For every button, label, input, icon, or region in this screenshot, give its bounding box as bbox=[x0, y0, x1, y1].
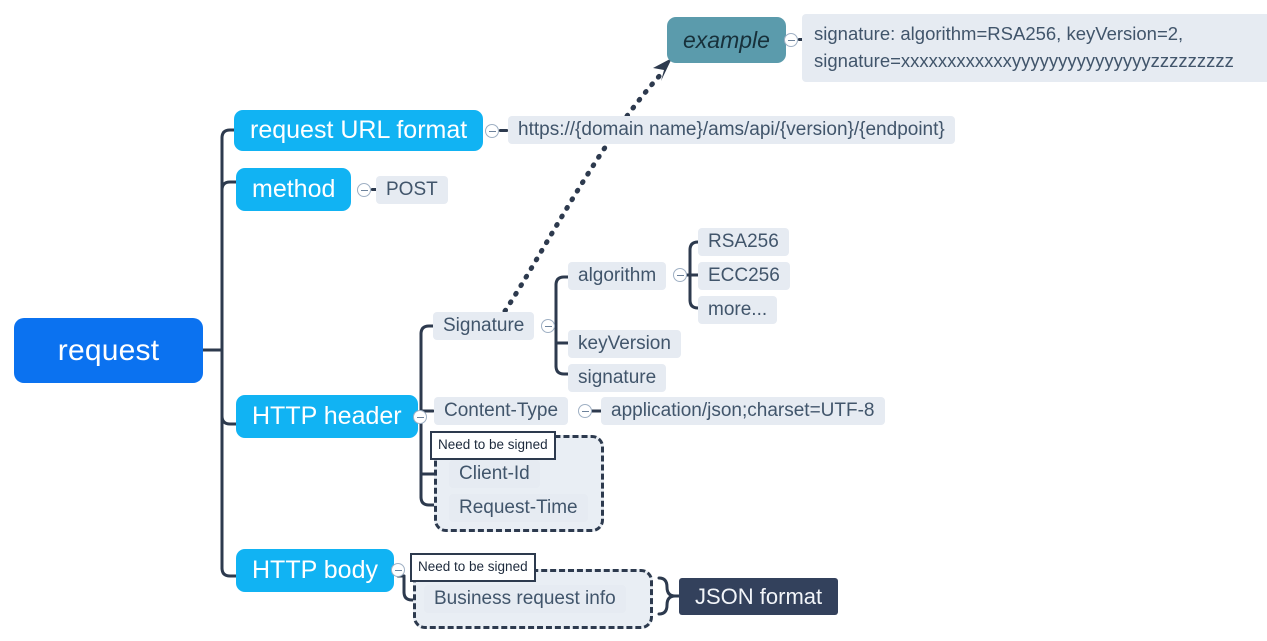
collapse-handle-method[interactable] bbox=[357, 183, 371, 197]
node-method-value[interactable]: POST bbox=[376, 176, 448, 204]
request-url-format-label: request URL format bbox=[250, 116, 468, 144]
node-algorithm-option-more[interactable]: more... bbox=[698, 296, 778, 324]
node-signature[interactable]: Signature bbox=[433, 312, 535, 340]
node-url-value[interactable]: https://{domain name}/ams/api/{version}/… bbox=[508, 116, 955, 144]
json-format-label: JSON format bbox=[695, 583, 823, 609]
http-header-label: HTTP header bbox=[252, 402, 402, 430]
stub-url bbox=[499, 129, 508, 132]
content-type-label: Content-Type bbox=[444, 400, 559, 421]
root-label: request bbox=[57, 333, 160, 367]
example-label: example bbox=[683, 26, 770, 53]
node-signature-field[interactable]: signature bbox=[568, 364, 667, 392]
node-key-version[interactable]: keyVersion bbox=[568, 330, 681, 358]
collapse-handle-http-header[interactable] bbox=[413, 410, 427, 424]
collapse-handle-content-type[interactable] bbox=[578, 404, 592, 418]
example-text-label: signature: algorithm=RSA256, keyVersion=… bbox=[814, 23, 1234, 71]
algorithm-option-label: more... bbox=[708, 299, 768, 320]
stub-method bbox=[371, 188, 380, 191]
need-to-be-signed-label: Need to be signed bbox=[438, 437, 548, 452]
root-node-request[interactable]: request bbox=[14, 318, 203, 383]
node-json-format[interactable]: JSON format bbox=[679, 578, 839, 615]
collapse-handle-url[interactable] bbox=[485, 124, 499, 138]
need-to-be-signed-tag-header: Need to be signed bbox=[430, 431, 556, 460]
signature-field-label: signature bbox=[578, 367, 657, 388]
node-content-type-value[interactable]: application/json;charset=UTF-8 bbox=[601, 397, 885, 425]
content-type-value-label: application/json;charset=UTF-8 bbox=[611, 400, 875, 421]
node-request-time[interactable]: Request-Time bbox=[449, 494, 588, 522]
signature-label: Signature bbox=[443, 315, 525, 336]
collapse-handle-http-body[interactable] bbox=[391, 563, 405, 577]
node-content-type[interactable]: Content-Type bbox=[434, 397, 569, 425]
node-method[interactable]: method bbox=[236, 168, 352, 211]
method-label: method bbox=[252, 175, 336, 203]
request-time-label: Request-Time bbox=[459, 497, 578, 518]
node-example-text[interactable]: signature: algorithm=RSA256, keyVersion=… bbox=[802, 14, 1267, 82]
collapse-handle-signature[interactable] bbox=[541, 319, 555, 333]
node-request-url-format[interactable]: request URL format bbox=[234, 110, 484, 151]
node-http-body[interactable]: HTTP body bbox=[236, 549, 394, 592]
node-http-header[interactable]: HTTP header bbox=[236, 395, 418, 438]
algorithm-label: algorithm bbox=[578, 265, 657, 286]
curly-brace-icon bbox=[657, 576, 683, 616]
collapse-handle-example[interactable] bbox=[784, 33, 798, 47]
collapse-handle-algorithm[interactable] bbox=[673, 268, 687, 282]
client-id-label: Client-Id bbox=[459, 463, 530, 484]
business-request-info-label: Business request info bbox=[434, 588, 616, 609]
node-algorithm-option-rsa256[interactable]: RSA256 bbox=[698, 228, 789, 256]
algorithm-option-label: ECC256 bbox=[708, 265, 780, 286]
dotted-arrow-head-icon bbox=[653, 58, 672, 81]
url-value-label: https://{domain name}/ams/api/{version}/… bbox=[518, 119, 945, 140]
node-algorithm-option-ecc256[interactable]: ECC256 bbox=[698, 262, 790, 290]
node-business-request-info[interactable]: Business request info bbox=[424, 585, 626, 613]
node-client-id[interactable]: Client-Id bbox=[449, 460, 540, 488]
http-body-label: HTTP body bbox=[252, 556, 378, 584]
key-version-label: keyVersion bbox=[578, 333, 671, 354]
node-algorithm[interactable]: algorithm bbox=[568, 262, 667, 290]
method-value-label: POST bbox=[386, 179, 438, 200]
need-to-be-signed-label: Need to be signed bbox=[418, 559, 528, 574]
algorithm-option-label: RSA256 bbox=[708, 231, 779, 252]
node-example[interactable]: example bbox=[667, 17, 786, 63]
need-to-be-signed-tag-body: Need to be signed bbox=[410, 553, 536, 582]
